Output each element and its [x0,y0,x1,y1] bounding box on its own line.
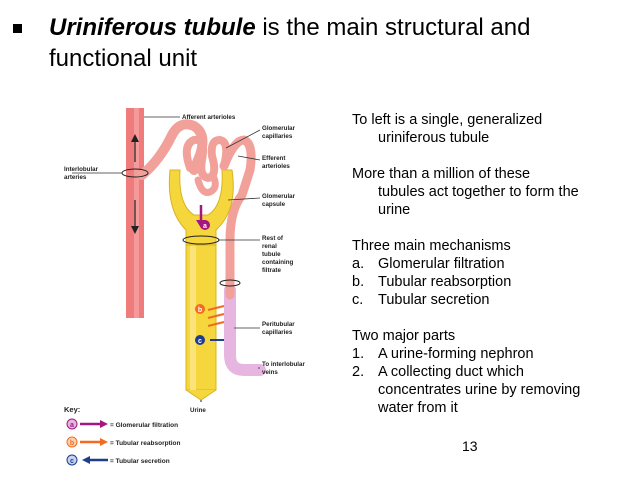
label-afferent: Afferent arterioles [182,114,236,121]
uriniferous-tubule-diagram: a b c Afferent arterioles Glomerular cap… [64,108,305,466]
label-rest-3: tubule [262,251,281,258]
para-1-line-1: To left is a single, generalized [352,112,543,128]
parts-title: Two major parts [352,328,456,344]
key-glomerular-filtration: = Glomerular filtration [110,422,178,429]
label-rest-5: filtrate [262,267,281,274]
marker-a: a [203,223,207,230]
label-glom-capsule-1: Glomerular [262,193,296,200]
list-item: 1.A urine-forming nephron [352,346,534,362]
heading-emphasis: Uriniferous tubule [49,14,256,41]
bullet-square-icon [13,24,22,33]
list-item: c.Tubular secretion [352,292,490,308]
label-veins-1: To interlobular [262,361,305,368]
marker-c: c [198,338,202,345]
glomerular-capillaries [182,135,231,183]
label-peritubular-1: Peritubular [262,321,295,328]
list-item: 2.A collecting duct which [352,364,524,380]
label-peritubular-2: capillaries [262,329,293,336]
key-tubular-reabsorption: = Tubular reabsorption [110,440,181,447]
label-glom-cap-1: Glomerular [262,125,296,132]
label-glom-capsule-2: capsule [262,201,286,208]
label-rest-4: containing [262,259,293,266]
label-rest-1: Rest of [262,235,284,242]
slide-heading: Uriniferous tubule is the main structura… [49,12,629,74]
label-veins-2: veins [262,369,278,376]
list-item-continuation: water from it [378,400,458,416]
list-item-continuation: concentrates urine by removing [378,382,581,398]
label-urine: Urine [190,407,206,414]
marker-b: b [198,307,202,314]
key-marker-b: b [70,440,74,447]
efferent-arteriole [219,135,256,175]
key-tubular-secretion: = Tubular secretion [110,458,170,465]
label-efferent-2: arterioles [262,163,290,170]
heading-rest: is the main structural and functional un… [49,14,531,72]
glomerular-capsule [168,169,234,246]
label-interlobular-1: Interlobular [64,166,99,173]
para-2-line-3: urine [378,202,411,218]
para-2-line-1: More than a million of these [352,166,531,182]
label-efferent-1: Efferent [262,155,285,162]
slide-body-text: To left is a single, generalized urinife… [352,111,632,417]
page-number: 13 [462,438,478,454]
para-2-line-2: tubules act together to form the [378,184,579,200]
key-marker-c: c [70,458,74,465]
label-glom-cap-2: capillaries [262,133,293,140]
label-rest-2: renal [262,243,277,250]
list-item: a.Glomerular filtration [352,256,505,272]
key-title: Key: [64,405,80,414]
list-item: b.Tubular reabsorption [352,274,512,290]
mechanisms-title: Three main mechanisms [352,238,511,254]
para-1-line-2: uriniferous tubule [378,130,490,146]
peritubular-capillary [224,284,266,376]
label-interlobular-2: arteries [64,174,87,181]
key-marker-a: a [70,422,74,429]
